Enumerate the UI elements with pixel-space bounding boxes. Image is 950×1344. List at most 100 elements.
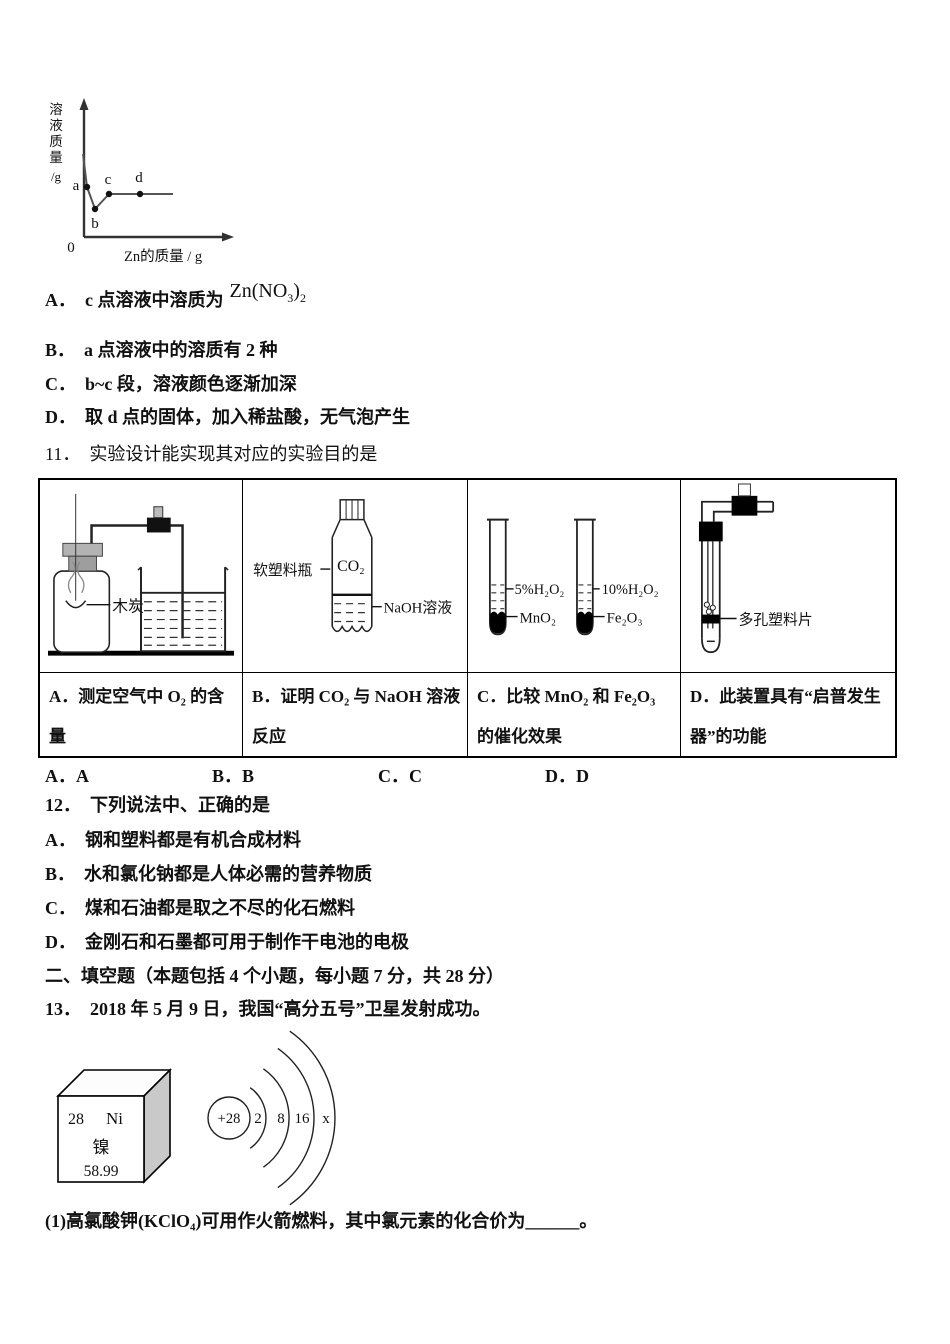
point-b (91, 205, 99, 213)
q12-option-a: A． 钢和塑料都是有机合成材料 (45, 827, 301, 853)
nickel-atom-structure-diagram: +28 2 8 16 x (207, 1030, 336, 1206)
table-caption-c: C．比较 MnO₂ 和 Fe₂O₃ 的催化效果 (467, 672, 680, 756)
solid-granule (703, 601, 710, 608)
q12-option-b: B． 水和氯化钠都是人体必需的营养物质 (45, 861, 372, 887)
table-caption-d: D．此装置具有“启普发生器”的功能 (680, 672, 895, 756)
liquid-dashes (334, 603, 370, 623)
answer-a: A．A (45, 766, 89, 786)
bottle-shoulder (331, 519, 373, 538)
option-label: B． (45, 864, 76, 884)
option-text: c 点溶液中溶质为 (85, 290, 224, 310)
question-text: 2018 年 5 月 9 日，我国“高分五号”卫星发射成功。 (90, 999, 491, 1019)
q12-option-c: C． 煤和石油都是取之不尽的化石燃料 (45, 895, 355, 921)
nucleus-circle (207, 1096, 251, 1140)
soft-bottle-label: 软塑料瓶 (253, 562, 312, 579)
formula-subscript: 3 (287, 291, 294, 305)
porous-plastic-sheet (701, 614, 720, 624)
question-text: 下列说法中、正确的是 (90, 795, 270, 815)
fe2o3-solid (576, 611, 593, 634)
beaker (140, 567, 227, 653)
tube1-liquid-dashes (491, 584, 505, 610)
q10-option-a: A． c 点溶液中溶质为 Zn(NO3)2 (45, 280, 306, 320)
table-caption-a: A．测定空气中 O₂ 的含量 (40, 672, 242, 756)
charcoal-label: 木炭 (112, 598, 144, 616)
option-label: D． (45, 932, 76, 952)
tube2-liquid-dashes (578, 584, 592, 610)
co2-gas-label: CO₂ (337, 558, 365, 575)
question-number: 12． (45, 795, 81, 815)
atomic-number: 28 (68, 1111, 84, 1128)
option-text: a 点溶液中的溶质有 2 种 (84, 340, 278, 360)
q12-stem: 12． 下列说法中、正确的是 (45, 792, 270, 818)
option-text: 煤和石油都是取之不尽的化石燃料 (85, 898, 355, 918)
option-label: C． (45, 374, 76, 394)
mno2-solid (489, 611, 506, 634)
question-number: 11． (45, 444, 81, 464)
origin-label: 0 (67, 240, 75, 256)
point-d-label: d (135, 170, 143, 186)
tube2-solid-label: Fe₂O₃ (607, 611, 643, 627)
point-c-label: c (105, 172, 112, 188)
y-axis-label-char: 溶 (49, 102, 63, 117)
tube1-bottom (489, 622, 507, 636)
option-label: C． (45, 898, 76, 918)
stopcock-valve (731, 495, 757, 516)
y-axis-label-char: 液 (49, 118, 63, 133)
nickel-element-cube: 28 Ni 镍 58.99 (56, 1068, 172, 1184)
q11-stem: 11． 实验设计能实现其对应的实验目的是 (45, 441, 377, 467)
combustion-spoon (65, 600, 87, 609)
y-axis-label-char: 量 (49, 150, 63, 165)
option-text: 钢和塑料都是有机合成材料 (85, 830, 301, 850)
option-label: B． (45, 340, 76, 360)
shell-electron-count-2: 8 (277, 1111, 285, 1127)
solid-granule (709, 604, 716, 611)
kipp-generator-tube: 多孔塑料片 (698, 483, 812, 654)
option-label: A． (45, 290, 76, 310)
formula-subscript: 2 (299, 291, 306, 305)
shell-electron-count-3: 16 (295, 1111, 311, 1127)
valve-knob (737, 483, 751, 497)
pinch-valve (146, 517, 171, 533)
water-dashes (143, 601, 223, 646)
nucleus-charge: +28 (218, 1111, 241, 1127)
apparatus-cell-c: 5%H₂O₂ MnO₂ 10%H₂O₂ Fe₂O₃ (467, 480, 680, 672)
shell-electron-count-1: 2 (254, 1111, 262, 1127)
apparatus-cell-a: 木炭 (40, 480, 242, 672)
x-axis-label: Zn的质量 / g (124, 248, 202, 265)
electron-shell-arc-4 (289, 1030, 336, 1206)
point-c (105, 190, 113, 198)
option-text: 取 d 点的固体，加入稀盐酸，无气泡产生 (85, 407, 411, 427)
solution-mass-graph: 溶 液 质 量 /g 0 Zn的质量 / g a b c d (49, 98, 234, 265)
element-symbol: Ni (106, 1109, 123, 1128)
q13-subquestion-1: (1)高氯酸钾(KClO₄)可用作火箭燃料，其中氯元素的化合价为______。 (45, 1208, 597, 1234)
subquestion-text: (1)高氯酸钾(KClO₄)可用作火箭燃料，其中氯元素的化合价为______。 (45, 1211, 598, 1231)
beaker-spout (137, 566, 142, 571)
atomic-mass: 58.99 (84, 1163, 119, 1180)
outer-tube-bottom (700, 638, 721, 654)
section2-title: 二、填空题（本题包括 4 个小题，每小题 7 分，共 28 分） (45, 963, 504, 989)
electron-shell-arc-3 (277, 1047, 315, 1189)
catalyst-test-tubes: 5%H₂O₂ MnO₂ 10%H₂O₂ Fe₂O₃ (486, 518, 659, 636)
chemical-formula: Zn(NO3)2 (230, 280, 306, 305)
option-text: 水和氯化钠都是人体必需的营养物质 (84, 864, 373, 884)
smoke-line (76, 561, 85, 594)
answer-c: C．C (378, 766, 422, 786)
rubber-stopper (698, 521, 723, 542)
section-title-text: 二、填空题（本题包括 4 个小题，每小题 7 分，共 28 分） (45, 966, 504, 986)
question-number: 13． (45, 999, 81, 1019)
tube2-bottom (576, 622, 594, 636)
electron-shell-arc-2 (262, 1068, 290, 1168)
q10-option-d: D．取 d 点的固体，加入稀盐酸，无气泡产生 (45, 404, 410, 430)
cube-front-face (57, 1095, 145, 1183)
y-axis-unit: /g (51, 169, 62, 184)
apparatus-cell-b: CO₂ 软塑料瓶 NaOH溶液 (242, 480, 467, 672)
tube2-liquid-label: 10%H₂O₂ (602, 582, 659, 598)
formula-part: ) (293, 280, 300, 302)
point-d (136, 190, 144, 198)
point-a (83, 183, 91, 191)
smoke-line (67, 561, 76, 594)
point-a-label: a (73, 178, 80, 194)
question-text: 实验设计能实现其对应的实验目的是 (89, 444, 378, 464)
apparatus-cell-d: 多孔塑料片 (680, 480, 895, 672)
option-label: A． (45, 830, 76, 850)
